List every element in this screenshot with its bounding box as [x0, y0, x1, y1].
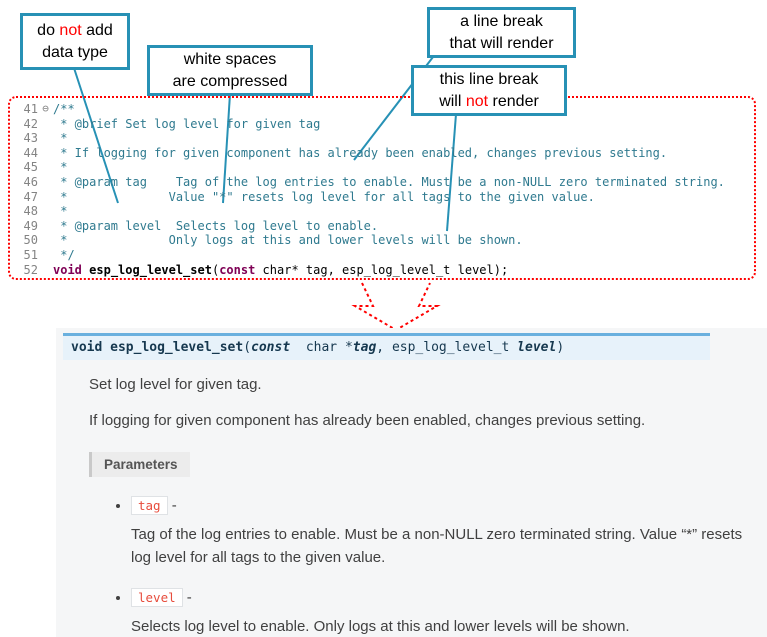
fold-column [38, 146, 53, 161]
sig-arg2-type: esp_log_level_t [391, 340, 518, 355]
code-text: * [53, 204, 68, 219]
rendered-documentation: void esp_log_level_set(const char *tag, … [56, 328, 767, 637]
code-line: 49 * @param level Selects log level to e… [14, 219, 754, 234]
param-description: Selects log level to enable. Only logs a… [131, 618, 630, 635]
line-number: 47 [23, 189, 38, 204]
param-dash: - [182, 589, 192, 606]
callout-emphasis: not [59, 22, 82, 40]
callout-emphasis: not [465, 92, 489, 110]
param-head: tag - [131, 495, 767, 515]
callout-text: do [37, 22, 60, 40]
callout-line: are compressed [172, 72, 288, 90]
code-line: 41 ⊖ /** [14, 102, 754, 117]
detailed-description: If logging for given component has alrea… [89, 411, 646, 429]
source-code-editor: 41 ⊖ /** 42 * @brief Set log level for giv… [8, 96, 756, 280]
sig-function-name: esp_log_level_set [110, 340, 244, 355]
keyword-const: const [219, 262, 256, 277]
sig-open-paren: ( [243, 340, 252, 355]
fold-icon: ⊖ [42, 102, 49, 115]
line-number: 42 [23, 116, 38, 131]
code-line: 51 */ [14, 248, 754, 263]
code-text: void esp_log_level_set(const char* tag, … [53, 263, 508, 278]
line-number: 45 [23, 160, 38, 175]
param-item-tag: tag - Tag of the log entries to enable. … [131, 495, 767, 570]
callout-line-break-no-render: this line break will not render [411, 65, 567, 116]
line-number: 49 [23, 218, 38, 233]
callout-no-data-type: do not add data type [20, 13, 130, 70]
code-args: char* tag, esp_log_level_t level); [255, 262, 509, 277]
fold-column [38, 175, 53, 190]
fold-column [38, 131, 53, 146]
param-dash: - [167, 496, 177, 514]
code-text: * [53, 131, 68, 146]
param-name-chip: tag [131, 495, 168, 515]
param-item-level: level - Selects log level to enable. Onl… [131, 588, 767, 637]
function-name: esp_log_level_set [89, 262, 212, 277]
code-line: 42 * @brief Set log level for given tag [14, 117, 754, 132]
callout-line: data type [42, 43, 108, 61]
callout-line: a line break [460, 13, 543, 31]
fold-column [38, 248, 53, 263]
code-text: * @param level Selects log level to enab… [53, 218, 379, 233]
sig-close-paren: ) [556, 340, 565, 355]
code-text: * @param tag Tag of the log entries to e… [53, 174, 725, 189]
code-line: 43 * [14, 131, 754, 146]
code-line: 46 * @param tag Tag of the log entries t… [14, 175, 754, 190]
code-text: * @brief Set log level for given tag [53, 116, 321, 131]
sig-const-keyword: const [251, 340, 291, 355]
fold-column [38, 219, 53, 234]
render-arrow [351, 282, 441, 332]
fold-column [38, 117, 53, 132]
callout-line: white spaces [183, 51, 277, 69]
sig-arg1-name: tag [352, 340, 377, 355]
sig-return-type: void [71, 340, 111, 355]
line-number: 43 [23, 131, 38, 146]
parameter-list: tag - Tag of the log entries to enable. … [56, 495, 767, 637]
callout-line: this line break [439, 71, 539, 89]
param-description: Tag of the log entries to enable. Must b… [131, 525, 743, 566]
fold-column [38, 263, 53, 278]
sig-separator: , [376, 340, 392, 355]
fold-column [38, 204, 53, 219]
line-number: 41 [23, 102, 38, 116]
code-text: * If logging for given component has alr… [53, 145, 668, 160]
callout-text: render [488, 92, 539, 110]
callout-line: do not add [37, 20, 113, 41]
code-line: 45 * [14, 160, 754, 175]
code-line-declaration: 52 void esp_log_level_set(const char* tag… [14, 263, 754, 278]
line-number: 46 [23, 174, 38, 189]
line-number: 50 [23, 233, 38, 248]
parameters-label: Parameters [89, 451, 190, 477]
code-text: /** [53, 102, 75, 116]
code-text: */ [53, 247, 75, 262]
callout-line: that will render [449, 34, 554, 52]
sig-arg2-name: level [517, 340, 557, 355]
function-signature-bar: void esp_log_level_set(const char *tag, … [63, 333, 710, 360]
code-line: 44 * If logging for given component has … [14, 146, 754, 161]
keyword-void: void [53, 262, 82, 277]
code-paren: ( [211, 262, 220, 277]
code-text: * Value "*" resets log level for all tag… [53, 189, 595, 204]
line-number: 51 [23, 247, 38, 262]
callout-line-break-renders: a line break that will render [427, 7, 576, 58]
brief-description: Set log level for given tag. [89, 376, 262, 393]
fold-column [38, 190, 53, 205]
code-text: * [53, 160, 68, 175]
code-text: * Only logs at this and lower levels wil… [53, 233, 523, 248]
callout-text: add [81, 22, 113, 40]
line-number: 44 [23, 145, 38, 160]
sig-arg1-type: char * [290, 340, 353, 355]
code-line: 50 * Only logs at this and lower levels … [14, 233, 754, 248]
callout-line: will not render [439, 91, 539, 112]
fold-column [38, 233, 53, 248]
code-line: 47 * Value "*" resets log level for all … [14, 190, 754, 205]
callout-text: will [439, 92, 466, 110]
fold-column [38, 160, 53, 175]
code-line: 48 * [14, 204, 754, 219]
param-name-chip: level [131, 588, 183, 607]
line-number: 52 [23, 262, 38, 277]
param-head: level - [131, 588, 767, 607]
line-number: 48 [23, 204, 38, 219]
callout-whitespace-compressed: white spaces are compressed [147, 45, 313, 96]
